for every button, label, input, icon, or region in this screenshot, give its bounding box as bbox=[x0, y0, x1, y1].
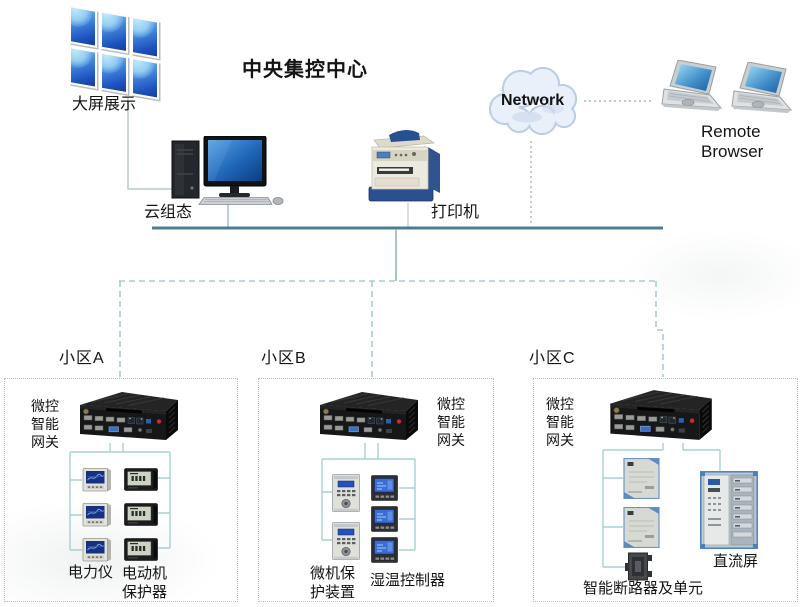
temp-humidity-controller-icon bbox=[371, 475, 398, 501]
printer-icon bbox=[368, 129, 440, 202]
circuit-breaker-icon bbox=[625, 552, 652, 581]
motor-protector-icon bbox=[124, 538, 158, 561]
zone-a-box bbox=[4, 378, 238, 602]
motor-protector-icon bbox=[124, 503, 158, 526]
smart-breaker-unit-icon bbox=[623, 458, 660, 499]
zone-b-name: 小区B bbox=[261, 350, 307, 367]
video-wall-label: 大屏展示 bbox=[72, 96, 137, 113]
zone-b-gateway-label: 微控 智能 网关 bbox=[437, 396, 465, 448]
gateway-icon bbox=[319, 391, 419, 441]
dc-panel-icon bbox=[700, 471, 758, 549]
zone-b-box bbox=[258, 378, 494, 602]
protection-device-label: 微机保 护装置 bbox=[310, 565, 356, 601]
smart-breaker-label: 智能断路器及单元 bbox=[583, 580, 704, 597]
protection-device-icon bbox=[332, 522, 360, 560]
zone-c-box bbox=[533, 378, 798, 602]
scada-label: 云组态 bbox=[144, 204, 193, 221]
printer-label: 打印机 bbox=[431, 204, 480, 221]
motor-protector-icon bbox=[124, 468, 158, 491]
laptop-icon bbox=[731, 62, 792, 114]
power-meter-icon bbox=[82, 502, 112, 527]
laptop-icon bbox=[661, 60, 722, 112]
zone-c-name: 小区C bbox=[529, 350, 576, 367]
smart-breaker-unit-icon bbox=[623, 507, 660, 548]
zone-c-drop-line bbox=[655, 281, 664, 377]
power-meter-icon bbox=[82, 537, 112, 562]
scada-workstation-icon bbox=[171, 136, 284, 206]
video-wall-icon bbox=[69, 5, 161, 101]
temp-humidity-controller-icon bbox=[371, 506, 398, 532]
temp-humidity-controller-icon bbox=[371, 537, 398, 563]
temp-controller-label: 湿温控制器 bbox=[370, 572, 446, 589]
protection-device-icon bbox=[332, 474, 360, 512]
dc-panel-label: 直流屏 bbox=[713, 553, 759, 570]
network-cloud-icon bbox=[488, 66, 578, 136]
zone-a-name: 小区A bbox=[59, 350, 105, 367]
power-meter-icon bbox=[82, 467, 112, 492]
page-title: 中央集控中心 bbox=[242, 59, 368, 81]
zone-c-gateway-label: 微控 智能 网关 bbox=[546, 396, 574, 448]
remote-browser-label: Remote Browser bbox=[701, 122, 764, 161]
power-meter-label: 电力仪 bbox=[68, 564, 114, 581]
network-label: Network bbox=[501, 92, 565, 109]
gateway-icon bbox=[79, 391, 179, 441]
gateway-icon bbox=[609, 389, 713, 441]
zone-a-gateway-label: 微控 智能 网关 bbox=[31, 398, 59, 450]
motor-protector-label: 电动机 保护器 bbox=[122, 565, 168, 601]
